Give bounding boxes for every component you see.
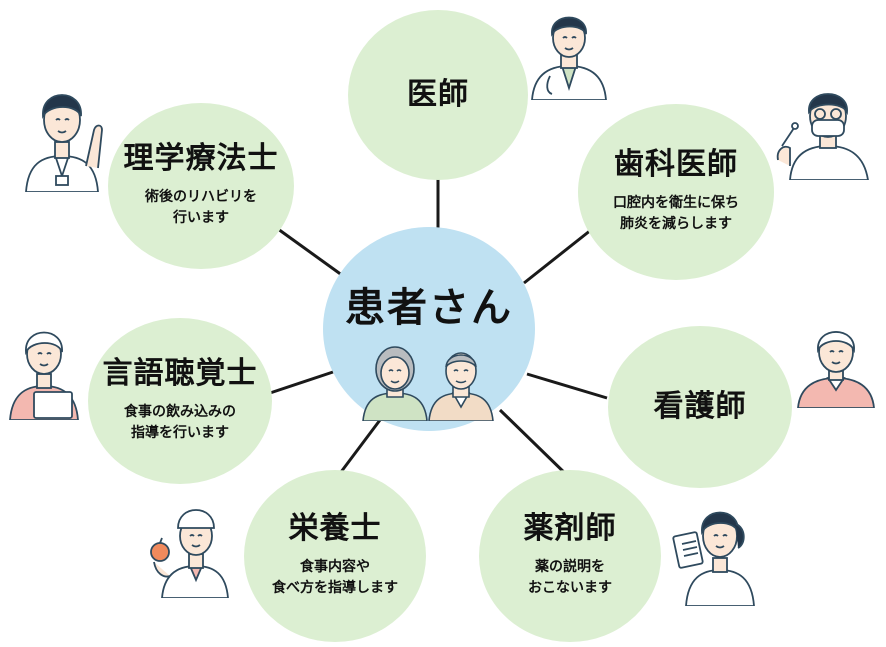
role-label-doctor: 医師 [407,76,469,112]
center-label: 患者さん [345,285,513,331]
connector-speech-therapist [269,370,334,395]
desc-line: 食事内容や [300,558,370,575]
role-label-speech-therapist: 言語聴覚士 [102,356,258,392]
connector-dentist [523,224,597,285]
node-dentist: 歯科医師 口腔内を衛生に保ち 肺炎を減らします [578,104,774,280]
doctor-illustration-icon [531,16,607,100]
desc-line: 指導を行います [131,425,229,442]
role-desc-physical-therapist: 術後のリハビリを 行います [145,187,257,230]
role-label-pharmacist: 薬剤師 [523,511,617,547]
desc-line: 口腔内を衛生に保ち [613,194,739,211]
role-label-nurse: 看護師 [653,388,747,424]
desc-line: おこないます [528,580,612,597]
node-physical-therapist: 理学療法士 術後のリハビリを 行います [108,103,294,269]
elderly-man-icon [428,352,494,421]
role-desc-pharmacist: 薬の説明を おこないます [528,557,612,600]
role-desc-dentist: 口腔内を衛生に保ち 肺炎を減らします [613,193,739,236]
desc-line: 行います [173,210,229,227]
desc-line: 食事の飲み込みの [124,403,236,420]
desc-line: 術後のリハビリを [145,188,257,205]
role-desc-speech-therapist: 食事の飲み込みの 指導を行います [124,402,236,445]
node-doctor: 医師 [348,10,528,180]
desc-line: 肺炎を減らします [620,216,732,233]
role-label-dentist: 歯科医師 [614,147,738,183]
desc-line: 食べ方を指導します [272,580,398,597]
nurse-illustration-icon [797,331,875,408]
role-desc-dietitian: 食事内容や 食べ方を指導します [272,557,398,600]
node-patient: 患者さん [323,227,535,431]
role-label-physical-therapist: 理学療法士 [123,141,279,177]
patients-illustration [362,346,494,421]
speech-therapist-illustration-icon [9,331,79,420]
connector-pharmacist [498,408,574,482]
node-speech-therapist: 言語聴覚士 食事の飲み込みの 指導を行います [88,318,272,484]
role-label-dietitian: 栄養士 [288,511,382,547]
connector-nurse [526,372,608,400]
dietitian-illustration-icon [150,509,229,598]
dentist-illustration-icon [776,93,869,180]
node-pharmacist: 薬剤師 薬の説明を おこないます [479,470,661,642]
node-nurse: 看護師 [608,326,792,488]
node-dietitian: 栄養士 食事内容や 食べ方を指導します [244,470,426,642]
connector-physical-therapist [277,227,347,280]
pharmacist-illustration-icon [672,511,755,606]
elderly-woman-icon [362,346,428,421]
desc-line: 薬の説明を [535,558,605,575]
physical-therapist-illustration-icon [25,94,103,192]
